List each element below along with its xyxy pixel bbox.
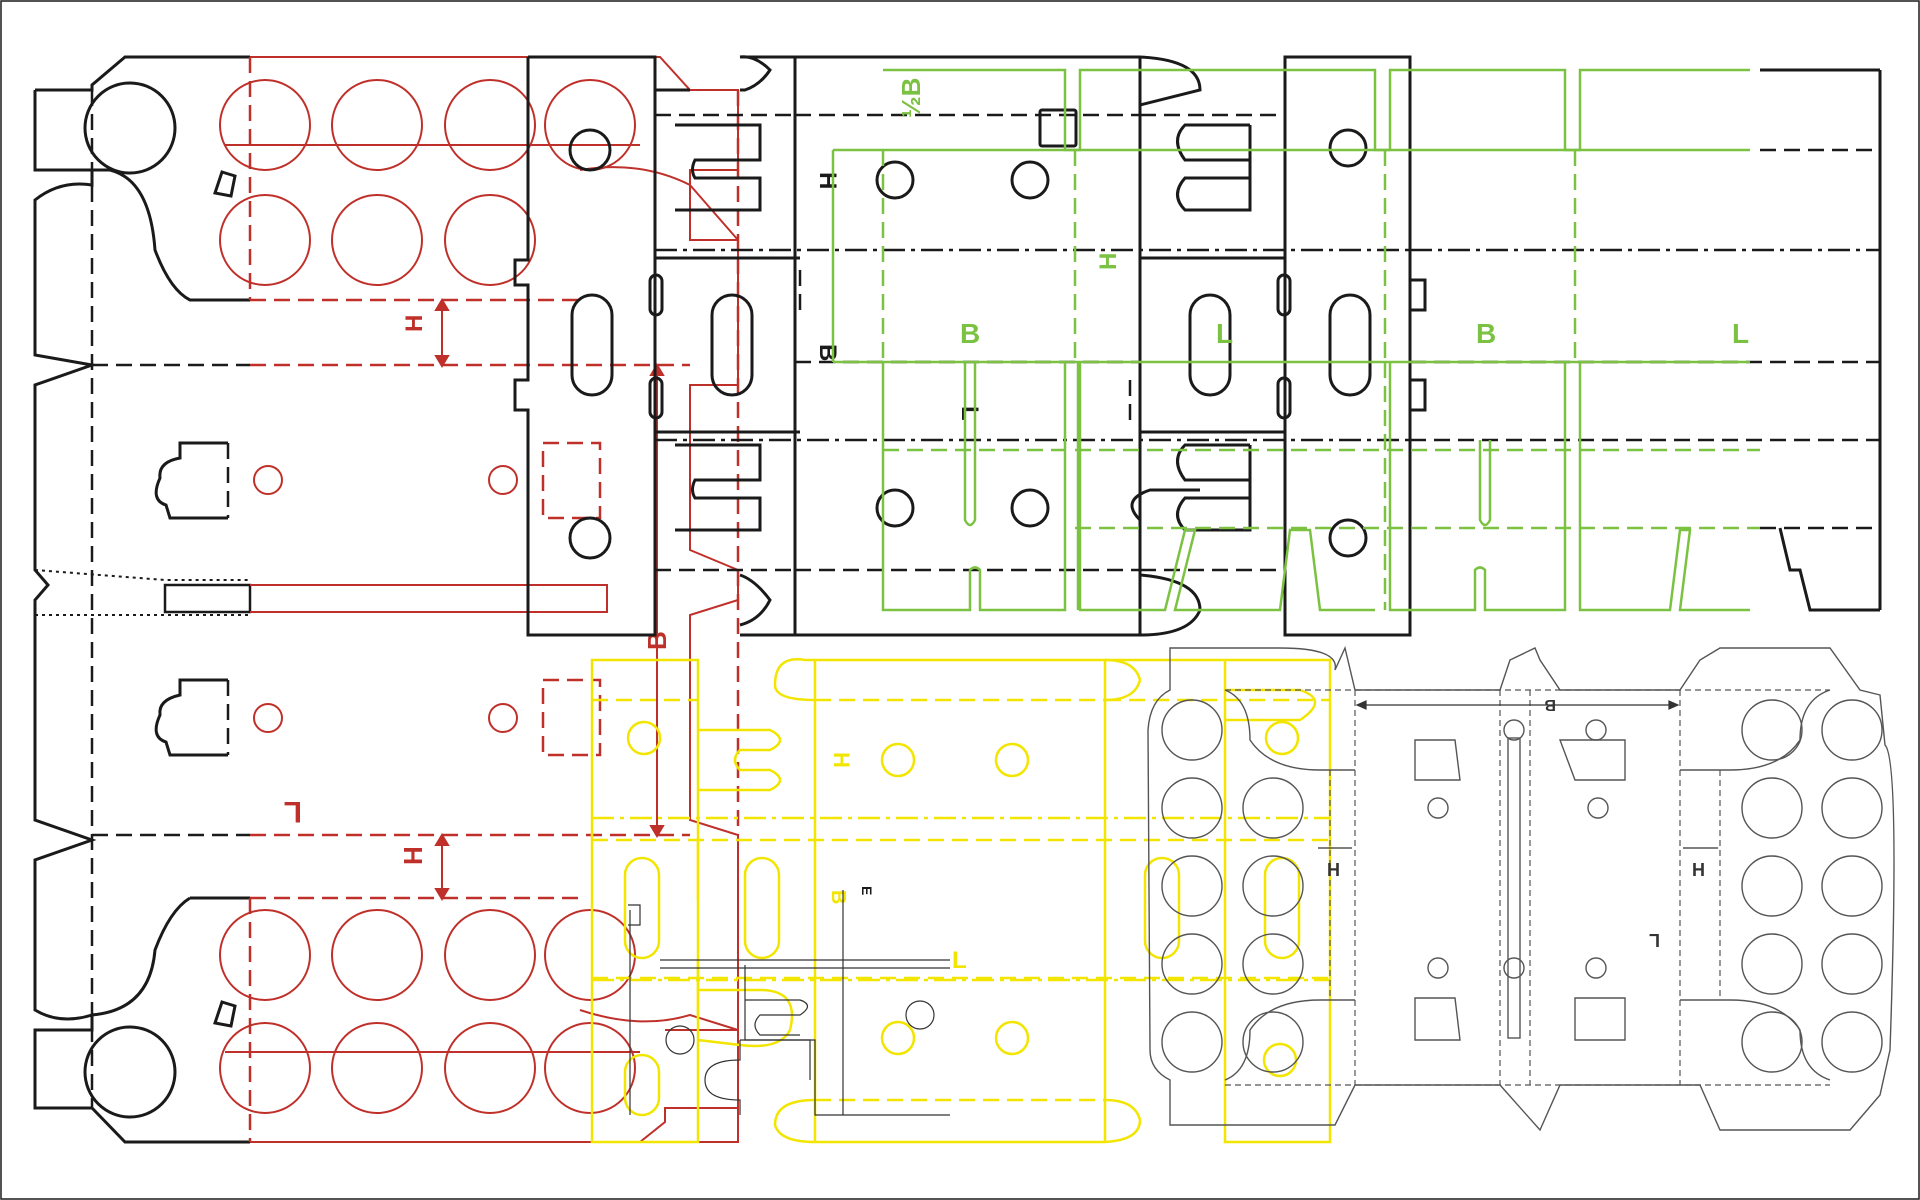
black-dashes-left xyxy=(90,90,250,1108)
black-slot-left xyxy=(163,583,252,614)
green-label-L1: L xyxy=(1216,318,1233,349)
gray-label-L: L xyxy=(1649,930,1660,950)
dieline-gray-dims xyxy=(1318,700,1718,849)
green-label-L2: L xyxy=(1732,318,1749,349)
yellow-label-E: E xyxy=(859,886,875,895)
gray-label-H-right: H xyxy=(1692,860,1705,880)
dieline-gray-dashes xyxy=(1225,689,1830,1086)
red-label-H-bottom: H xyxy=(398,846,428,865)
red-dimension-lines xyxy=(434,298,665,901)
gray-label-H-left: H xyxy=(1327,860,1340,880)
yellow-label-L: L xyxy=(952,947,967,974)
dieline-red-black: H H B L xyxy=(33,55,740,1144)
dieline-yellow-dashes xyxy=(592,698,1330,1102)
green-label-H: H xyxy=(1095,253,1122,270)
black-label-L: L xyxy=(956,406,983,421)
black-label-H: H xyxy=(814,172,841,189)
black-outline-left xyxy=(33,55,250,1144)
green-label-B1: B xyxy=(960,318,980,349)
red-label-L: L xyxy=(284,795,302,828)
dieline-yellow-dashdot xyxy=(592,816,1330,982)
yellow-label-B: B xyxy=(827,890,849,904)
black-dotted-left xyxy=(34,569,250,616)
black-label-B: B xyxy=(814,344,841,361)
red-dashes xyxy=(248,57,740,1142)
gray-label-B: B xyxy=(1544,696,1556,713)
green-label-half-B: ½B xyxy=(896,78,926,118)
yellow-label-H: H xyxy=(829,752,854,768)
green-label-B2: B xyxy=(1476,318,1496,349)
dieline-gray xyxy=(1147,645,1895,1132)
dieline-yellow xyxy=(590,658,1332,1144)
dieline-black-middle: H B L xyxy=(513,55,1882,637)
red-label-H-top: H xyxy=(401,315,428,332)
dieline-green-dashes xyxy=(881,150,1760,610)
dieline-green xyxy=(831,68,1750,612)
dieline-thin-black xyxy=(628,890,950,1116)
